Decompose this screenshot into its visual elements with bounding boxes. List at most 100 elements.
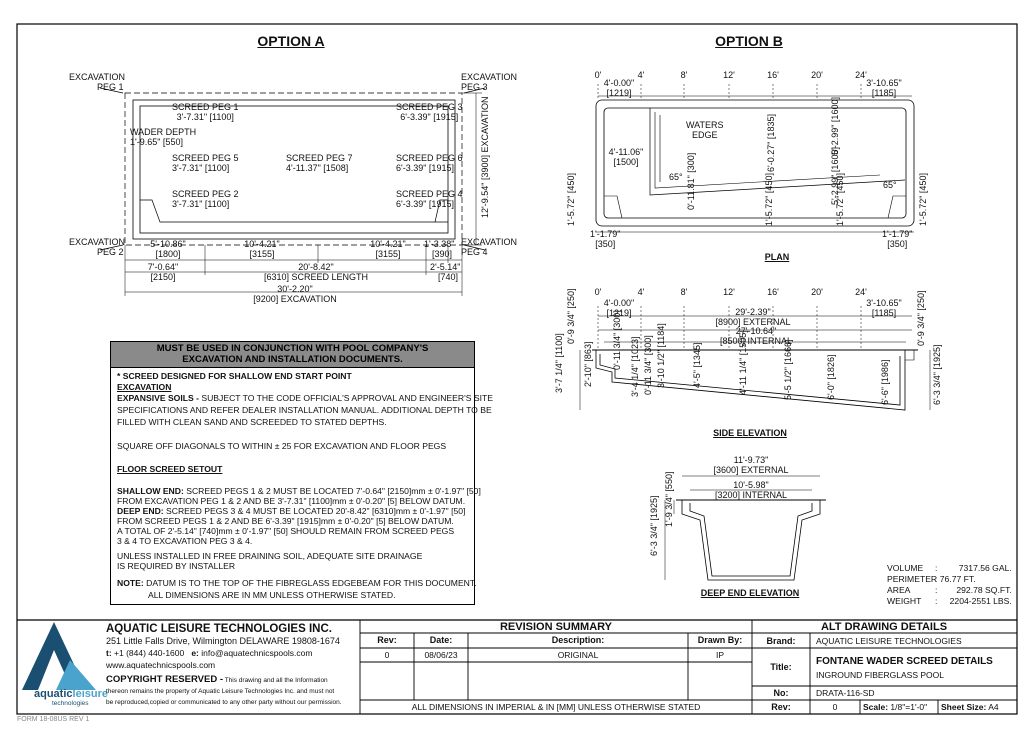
shallow-start-note: * SCREED DESIGNED FOR SHALLOW END START … <box>117 371 352 381</box>
note-line: FROM EXCAVATION PEG 1 & 2 AND BE 3'-7.31… <box>117 496 466 506</box>
date-header: Date: <box>429 635 453 645</box>
notes-panel: MUST BE USED IN CONJUNCTION WITH POOL CO… <box>110 341 493 605</box>
grid-label: 4' <box>637 287 645 297</box>
drawn-by-cell: IP <box>715 650 725 660</box>
grid-label: 16' <box>767 70 779 80</box>
plan-dim-j: 1'-5.72" [450] <box>764 173 774 226</box>
note-line: ALL DIMENSIONS ARE IN MM UNLESS OTHERWIS… <box>148 590 396 600</box>
company-website[interactable]: www.aquatechnicspools.com <box>106 660 216 670</box>
pool-specs: VOLUME: 7317.56 GAL. PERIMETER: 76.77 FT… <box>887 563 1012 606</box>
grid-label: 8' <box>680 287 688 297</box>
drawn-by-header: Drawn By: <box>697 635 743 645</box>
side-dim-l2: 3'-7 1/4" [1100] <box>554 333 564 393</box>
description-header: Description: <box>551 635 605 645</box>
description-cell: ORIGINAL <box>557 650 599 660</box>
note-line: FILLED WITH CLEAN SAND AND SCREEDED TO S… <box>117 417 387 427</box>
option-b-title: OPTION B <box>715 33 783 49</box>
brand-value: AQUATIC LEISURE TECHNOLOGIES <box>816 636 962 646</box>
plan-dim-m: 1'-1.79"[350] <box>590 229 621 249</box>
company-address: 251 Little Falls Drive, Wilmington DELAW… <box>106 636 340 646</box>
side-dim-l3: 2'-10" [863] <box>583 341 593 387</box>
side-dim-l9: 4'-11 1/4" [1505] <box>738 330 748 395</box>
deep-dim-l2: 1'-9 3/4" [550] <box>664 471 674 527</box>
square-note: SQUARE OFF DIAGONALS TO WITHIN ± 25 FOR … <box>117 441 447 451</box>
note-line: SPECIFICATIONS AND REFER DEALER INSTALLA… <box>117 405 492 415</box>
grid-label: 4' <box>637 70 645 80</box>
alt-details-title: ALT DRAWING DETAILS <box>820 621 948 633</box>
side-dim-l7: 3'-10 1/2" [1184] <box>656 323 666 388</box>
dim-a8: 30'-2.20"[9200] EXCAVATION <box>253 284 337 304</box>
side-dim-l4: 0'-11 3/4" [300] <box>612 310 622 370</box>
datum-note: NOTE: DATUM IS TO THE TOP OF THE FIBREGL… <box>117 578 477 588</box>
side-dim-l12: 6'-6" [1986] <box>880 359 890 405</box>
plan-dim-i: 1'-5.72" [450] <box>566 173 576 226</box>
grid-label: 12' <box>723 70 735 80</box>
company-name: AQUATIC LEISURE TECHNOLOGIES INC. <box>106 623 332 635</box>
excavation-width-dim: 12'-9.54" [3900] EXCAVATION <box>480 96 490 218</box>
grid-label: 16' <box>767 287 779 297</box>
note-line: A TOTAL OF 2'-5.14" [740]mm ± 0'-1.97" [… <box>117 526 455 536</box>
grid-label: 20' <box>811 70 823 80</box>
drawing-number: DRATA-116-SD <box>816 688 875 698</box>
side-dim-l6: 0'-11 3/4" [300] <box>643 335 653 395</box>
dim-a4: 1'-3.38"[390] <box>424 239 455 259</box>
dimensions-footer: ALL DIMENSIONS IN IMPERIAL & IN [MM] UNL… <box>411 702 701 712</box>
plan-dim-n: 1'-1.79"[350] <box>882 229 913 249</box>
rev-header: Rev: <box>377 635 397 645</box>
number-label: No: <box>773 688 789 698</box>
grid-label: 0' <box>594 287 602 297</box>
note-line: 3 & 4 TO EXCAVATION PEG 3 & 4. <box>117 536 253 546</box>
logo-subword: technologies <box>52 700 89 707</box>
side-dim-l5: 3'-4 1/4" [1023] <box>630 336 640 397</box>
plan-angle-2: 65° <box>883 180 897 190</box>
expansive-soils-note: EXPANSIVE SOILS - SUBJECT TO THE CODE OF… <box>117 393 493 403</box>
drawing-subtitle: INGROUND FIBERGLASS POOL <box>816 670 944 680</box>
dim-a3: 10'-4.21"[3155] <box>370 239 406 259</box>
deep-end-title: DEEP END ELEVATION <box>700 588 800 598</box>
side-dim-ext: 29'-2.39"[8900] EXTERNAL <box>715 307 791 327</box>
grid-label: 0' <box>594 70 602 80</box>
dim-a1: 5'-10.86"[1800] <box>150 239 186 259</box>
side-dim-l11: 6'-0" [1826] <box>826 354 836 400</box>
plan-angle-1: 65° <box>669 172 683 182</box>
side-dim-l10: 5'-5 1/2" [1666] <box>783 339 793 400</box>
grid-label: 24' <box>855 287 867 297</box>
logo-wordmark: aquaticleisure <box>34 688 108 700</box>
rev-cell: 0 <box>384 650 390 660</box>
dim-a6: 20'-8.42"[6310] SCREED LENGTH <box>263 262 369 282</box>
plan-dim-h: 0'-11.81" [300] <box>686 152 696 210</box>
grid-label: 20' <box>811 287 823 297</box>
deep-dim-int: 10'-5.98"[3200] INTERNAL <box>714 480 788 500</box>
plan-dim-l: 1'-5.72" [450] <box>918 173 928 226</box>
side-dim-l8: 4'-5" [1345] <box>692 342 702 388</box>
title-label: Title: <box>770 662 792 672</box>
side-dim-r1: 0'-9 3/4" [250] <box>916 290 926 346</box>
side-elevation-title: SIDE ELEVATION <box>713 428 787 438</box>
side-dim-a: 4'-0.00"[1219] <box>603 298 635 318</box>
note-line: IS REQUIRED BY INSTALLER <box>117 561 236 571</box>
shallow-end-note: SHALLOW END: SCREED PEGS 1 & 2 MUST BE L… <box>117 486 481 496</box>
brand-label: Brand: <box>766 636 796 646</box>
plan-dim-a: 4'-0.00"[1219] <box>603 78 635 98</box>
sheet-size-field: Sheet Size: A4 <box>941 702 999 712</box>
grid-label: 12' <box>723 287 735 297</box>
side-dim-l13: 6'-3 3/4" [1925] <box>932 344 942 405</box>
plan-dim-b: 3'-10.65"[1185] <box>866 78 902 98</box>
deep-dim-ext: 11'-9.73"[3600] EXTERNAL <box>713 455 789 475</box>
floor-screed-heading: FLOOR SCREED SETOUT <box>117 464 223 474</box>
plan-dim-e: 6'-0.27" [1835] <box>766 114 776 172</box>
company-contact: t: +1 (844) 440-1600 e: info@aquatechnic… <box>106 648 313 658</box>
deep-end-note: DEEP END: SCREED PEGS 3 & 4 MUST BE LOCA… <box>117 506 466 516</box>
plan-dim-k: 1'-5.72" [450] <box>835 173 845 226</box>
side-dim-b: 3'-10.65"[1185] <box>866 298 902 318</box>
grid-label: 8' <box>680 70 688 80</box>
